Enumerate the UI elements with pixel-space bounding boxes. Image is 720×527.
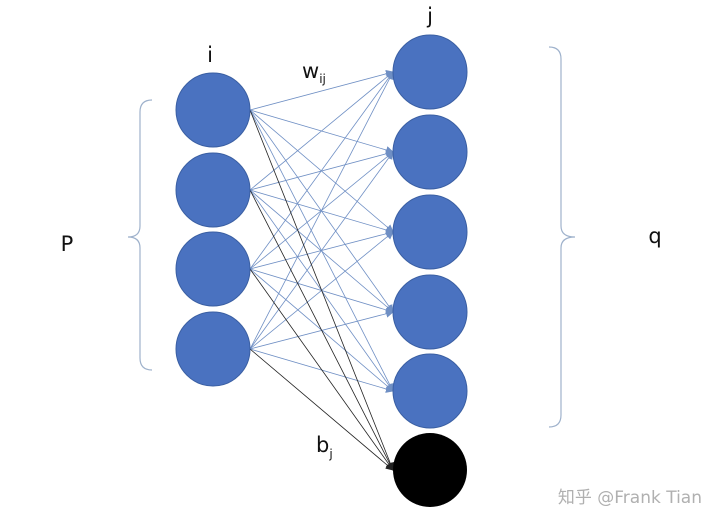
input-index-label: i — [207, 43, 213, 67]
bias-label: bj — [316, 433, 333, 461]
weight-edge — [249, 71, 394, 270]
weight-edge — [249, 71, 394, 350]
input-node — [175, 311, 251, 387]
output-index-label: j — [426, 4, 433, 28]
bias-edge — [249, 348, 394, 471]
bias-edge — [249, 268, 394, 471]
output-node — [392, 274, 468, 350]
output-node — [392, 353, 468, 429]
output-node — [392, 194, 468, 270]
input-count-label: P — [61, 232, 74, 256]
output-count-label: q — [648, 224, 661, 248]
input-count-brace — [127, 99, 153, 371]
input-layer — [175, 72, 251, 387]
output-count-brace — [548, 46, 576, 428]
output-layer — [392, 34, 468, 507]
bias-label-base: b — [316, 433, 329, 457]
weight-label-subscript: ij — [319, 72, 326, 86]
bias-node — [393, 433, 467, 507]
bias-edge — [249, 109, 395, 471]
bias-label-subscript: j — [328, 447, 332, 461]
watermark: 知乎 @Frank Tian — [558, 488, 702, 508]
weight-edge — [249, 71, 394, 191]
weight-label: wij — [302, 59, 326, 86]
input-node — [175, 152, 251, 228]
connection-edges — [249, 69, 395, 471]
output-node — [392, 114, 468, 190]
weight-edge — [249, 69, 394, 111]
bias-edge — [249, 189, 394, 471]
weight-edge — [249, 151, 394, 350]
input-node — [175, 72, 251, 148]
weight-label-base: w — [302, 59, 319, 83]
input-node — [175, 231, 251, 307]
output-node — [392, 34, 468, 110]
